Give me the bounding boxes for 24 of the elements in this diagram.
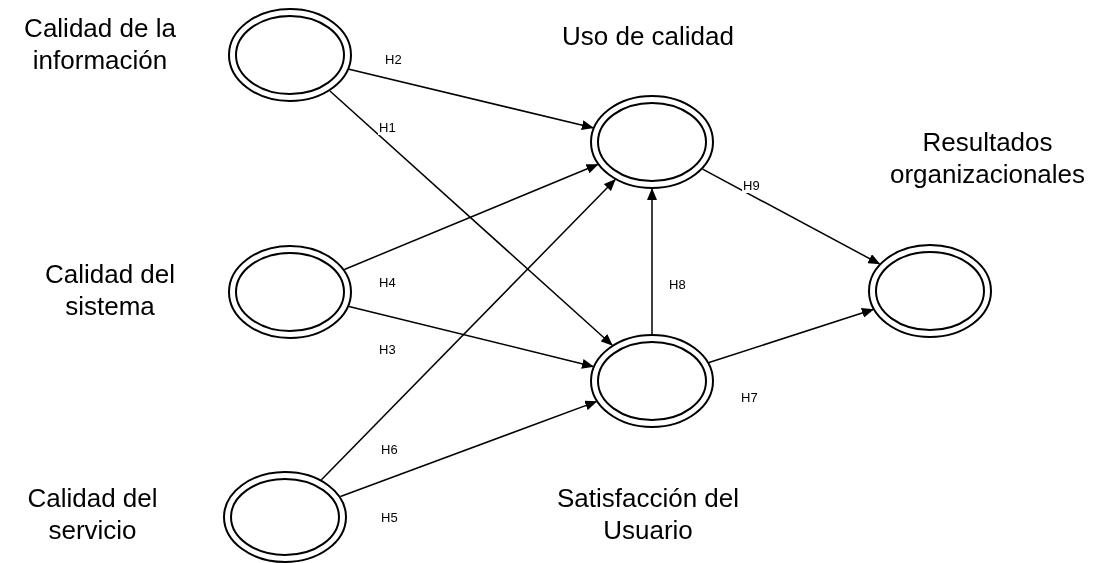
arrow — [348, 68, 594, 131]
node-label: Satisfacción del Usuario — [555, 482, 741, 546]
arrow — [329, 90, 613, 346]
edge-label: H9 — [742, 178, 761, 193]
edge-label: H5 — [380, 510, 399, 525]
edge-label: H2 — [384, 52, 403, 67]
edge-label: H1 — [378, 120, 397, 135]
arrow — [320, 179, 616, 481]
edge-label: H4 — [378, 275, 397, 290]
arrow — [339, 400, 598, 498]
edge-label: H3 — [378, 342, 397, 357]
node-label: Calidad del servicio — [26, 482, 159, 546]
arrow — [343, 163, 599, 271]
arrow — [647, 188, 657, 335]
arrow — [708, 308, 874, 364]
edge-label: H7 — [740, 390, 759, 405]
node-label: Resultados organizacionales — [888, 126, 1087, 190]
edge-label: H6 — [380, 442, 399, 457]
node-label: Uso de calidad — [561, 20, 735, 52]
node-label: Calidad del sistema — [43, 258, 177, 322]
arrow — [348, 305, 594, 369]
node-label: Calidad de la información — [23, 12, 177, 76]
arrow — [701, 168, 881, 265]
edge-label: H8 — [668, 277, 687, 292]
